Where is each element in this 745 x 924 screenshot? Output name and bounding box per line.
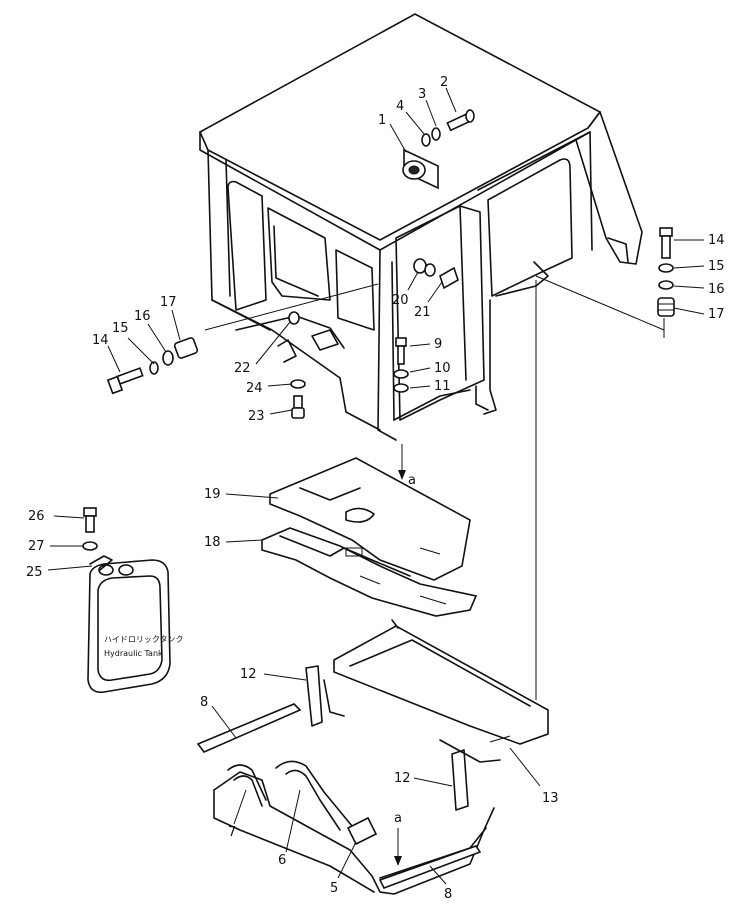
callout-12-upper: 12 (240, 667, 257, 682)
callout-13: 13 (542, 791, 559, 806)
callout-22: 22 (234, 361, 251, 376)
part-17-mount-left (173, 337, 199, 359)
callout-17-right: 17 (708, 307, 725, 322)
part-3-washer (431, 127, 441, 141)
callout-8-lower: 8 (444, 887, 452, 902)
part-14-bolt-right (659, 227, 673, 259)
part-9-bolt (395, 337, 407, 365)
callout-1: 1 (378, 113, 386, 128)
tank-label-en: Hydraulic Tank (104, 649, 163, 658)
callout-8-upper: 8 (200, 695, 208, 710)
tank-label-jp: ハイドロリックタンク (104, 635, 184, 644)
part-2-bolt (446, 109, 475, 132)
callout-14-right: 14 (708, 233, 725, 248)
part-4-washer (421, 133, 431, 147)
callout-26: 26 (28, 509, 45, 524)
part-23-bolt (291, 395, 305, 419)
part-27-washer (82, 541, 98, 551)
reference-arrow-bottom (394, 828, 402, 866)
callout-9: 9 (434, 337, 442, 352)
part-15-washer-left (149, 361, 159, 375)
part-17-mount-right (657, 297, 675, 317)
leader-lines (204, 275, 665, 700)
reference-mark-top: a (408, 473, 416, 488)
callout-15-left: 15 (112, 321, 129, 336)
callout-4: 4 (396, 99, 404, 114)
callout-14-left: 14 (92, 333, 109, 348)
cab-frame (198, 13, 643, 441)
bottom-frame (196, 665, 495, 895)
hydraulic-tank (87, 559, 171, 694)
callout-11: 11 (434, 379, 451, 394)
callout-5: 5 (330, 881, 338, 896)
callout-21: 21 (414, 305, 431, 320)
callout-25: 25 (26, 565, 43, 580)
callout-3: 3 (418, 87, 426, 102)
part-16-washer-left (162, 350, 174, 366)
part-20-bolt (413, 258, 436, 277)
part-11-washer (393, 383, 409, 393)
part-19-floor-mat (269, 457, 471, 581)
part-14-bolt-left (106, 367, 144, 395)
callout-7: 7 (228, 825, 236, 840)
part-13-floor-frame (323, 619, 549, 763)
callout-16-left: 16 (134, 309, 151, 324)
part-1-lamp (402, 148, 439, 190)
part-21-plate (439, 266, 459, 290)
part-22-bracket (277, 311, 300, 363)
callout-18: 18 (204, 535, 221, 550)
reference-arrow-top (398, 470, 406, 480)
part-10-washer (393, 369, 409, 379)
reference-mark-bottom: a (394, 811, 402, 826)
part-24-washer (290, 379, 306, 389)
callout-leaders (47, 87, 705, 885)
callout-15-right: 15 (708, 259, 725, 274)
callout-24: 24 (246, 381, 263, 396)
callout-17-left: 17 (160, 295, 177, 310)
part-15-washer-right (658, 263, 674, 273)
callout-2: 2 (440, 75, 448, 90)
callout-23: 23 (248, 409, 265, 424)
callout-16-right: 16 (708, 282, 725, 297)
callout-20: 20 (392, 293, 409, 308)
callout-19: 19 (204, 487, 221, 502)
part-25-bracket (89, 555, 113, 571)
callout-12-lower: 12 (394, 771, 411, 786)
callout-6: 6 (278, 853, 286, 868)
part-26-bolt (83, 507, 97, 533)
callout-10: 10 (434, 361, 451, 376)
part-16-washer-right (658, 280, 674, 290)
part-18-floor-plate (261, 527, 478, 617)
callout-27: 27 (28, 539, 45, 554)
